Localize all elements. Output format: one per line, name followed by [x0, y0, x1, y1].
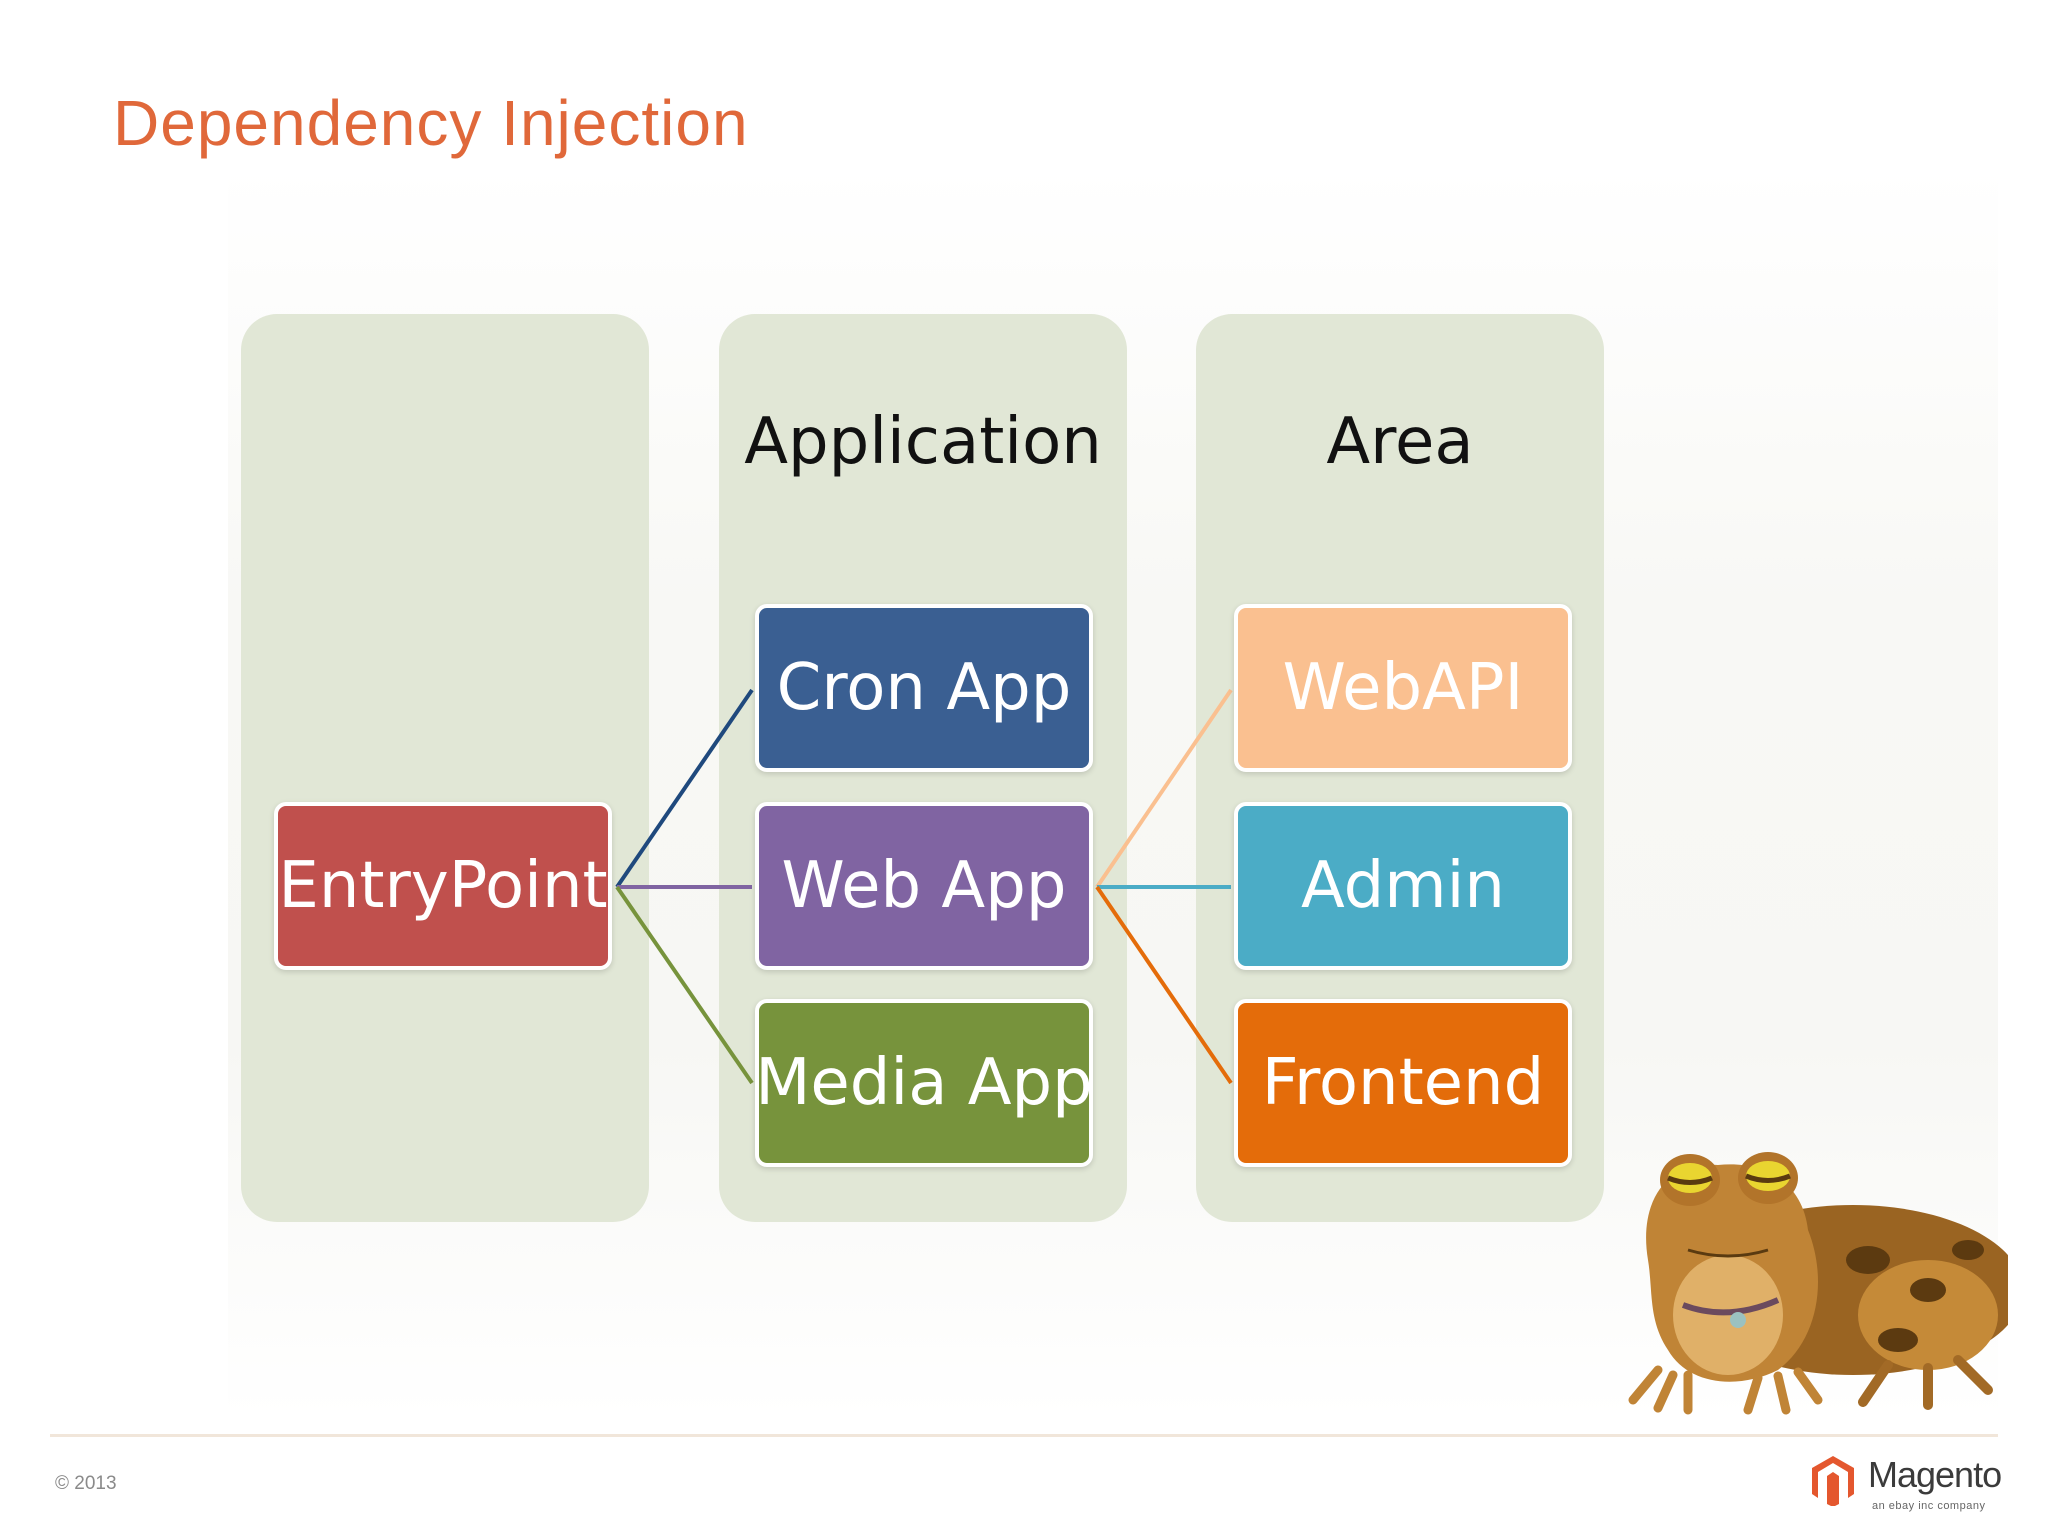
connector-web-webapi [1095, 688, 1233, 889]
magento-logo-tagline: an ebay inc company [1872, 1500, 1986, 1512]
entrypoint-node: EntryPoint [274, 802, 612, 970]
footer-divider [50, 1434, 1998, 1437]
copyright-text: © 2013 [55, 1473, 117, 1494]
application-column-label: Application [744, 405, 1102, 479]
web-app-node: Web App [755, 802, 1093, 970]
admin-node: Admin [1234, 802, 1572, 970]
slide-title: Dependency Injection [113, 87, 749, 159]
area-column-label: Area [1326, 405, 1474, 479]
connector-entry-media [615, 885, 754, 1085]
media-app-node: Media App [755, 999, 1093, 1167]
entrypoint-column [241, 314, 649, 1222]
magento-logo: Magento an ebay inc company [1810, 1450, 2010, 1520]
hypnotoad-illustration [1628, 1152, 2008, 1415]
webapi-node: WebAPI [1234, 604, 1572, 772]
cron-app-node: Cron App [755, 604, 1093, 772]
magento-logo-icon [1812, 1456, 1854, 1506]
magento-logo-text: Magento [1868, 1454, 2002, 1495]
connector-web-frontend [1095, 885, 1233, 1085]
connector-entry-cron [615, 688, 754, 889]
frontend-node: Frontend [1234, 999, 1572, 1167]
